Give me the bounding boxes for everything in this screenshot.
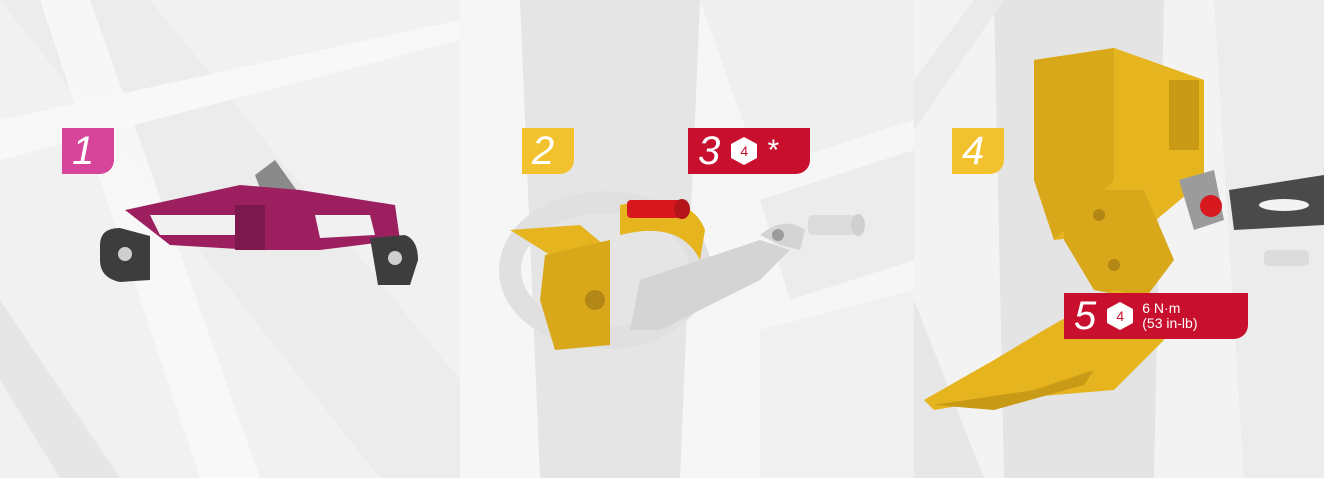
step-2-3-clamp-part <box>460 0 914 478</box>
hex-key-icon: 4 <box>1106 301 1134 331</box>
torque-inlb: (53 in-lb) <box>1142 316 1197 331</box>
step-number: 4 <box>952 131 990 171</box>
hex-key-size: 4 <box>730 136 758 166</box>
torque-nm: 6 N·m <box>1142 301 1197 316</box>
step-number: 3 <box>688 131 726 171</box>
step-number: 5 <box>1064 296 1102 336</box>
step-4-badge: 4 <box>952 128 1004 174</box>
step-5-badge: 5 4 6 N·m (53 in-lb) <box>1064 293 1248 339</box>
step-2-badge: 2 <box>522 128 574 174</box>
step-number: 1 <box>62 131 100 171</box>
step-1-badge: 1 <box>62 128 114 174</box>
step-4-5-derailleur-part <box>914 0 1324 478</box>
hex-key-icon: 4 <box>730 136 758 166</box>
hex-key-size: 4 <box>1106 301 1134 331</box>
step-4-5-panel: 4 5 4 6 N·m (53 in-lb) <box>914 0 1324 478</box>
torque-spec: 6 N·m (53 in-lb) <box>1142 301 1197 331</box>
step-3-badge: 3 4 * <box>688 128 810 174</box>
footnote-marker: * <box>766 136 778 166</box>
step-number: 2 <box>522 131 560 171</box>
step-1-panel: 1 <box>0 0 460 478</box>
step-1-clamp-part <box>0 0 460 478</box>
step-2-3-panel: 2 3 4 * <box>460 0 914 478</box>
